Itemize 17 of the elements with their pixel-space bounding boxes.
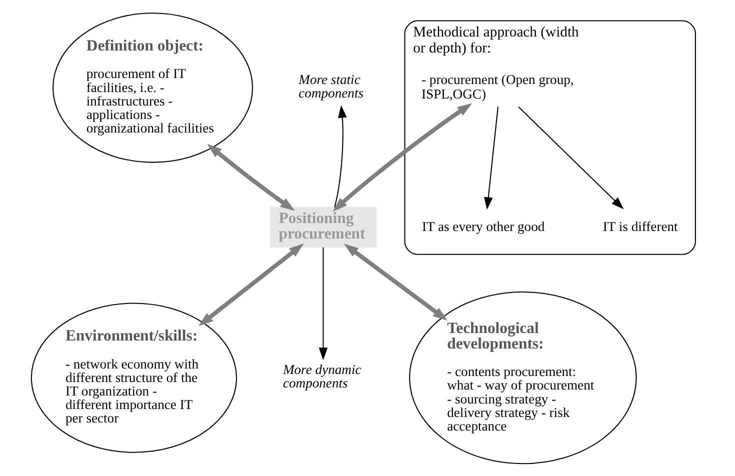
arrow <box>518 106 624 210</box>
node-ellipse: Environment/skills: - network economy with different structure of the IT organization - different importance IT per sector <box>30 302 238 453</box>
arrow <box>332 103 472 212</box>
node-ellipse: Definition object: procurement of IT facilities, i.e. - infrastructures - applications - organizational facilities <box>52 12 254 163</box>
arrow <box>484 106 499 210</box>
node-text: More static components <box>298 72 364 101</box>
node-text: More dynamic components <box>282 362 362 391</box>
arrow <box>334 105 347 208</box>
arrow <box>207 144 295 211</box>
node-text: IT is different <box>602 218 678 234</box>
node-ellipse: Technological developments: - contents procurement: what - way of procurement - sourcing strategy - delivery strategy - risk acceptance <box>409 292 637 464</box>
arrow <box>198 243 304 326</box>
arrow <box>318 247 328 360</box>
node-box: Positioning procurement <box>270 206 377 248</box>
arrow <box>344 244 448 321</box>
node-text: IT as every other good <box>422 218 545 234</box>
node-text: - procurement (Open group, ISPL,OGC) <box>422 72 574 102</box>
